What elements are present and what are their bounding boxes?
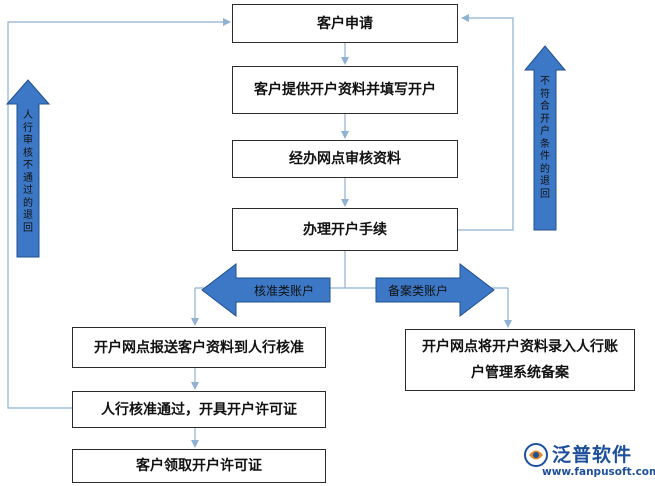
brand-url: www.fanpusoft.com (542, 466, 655, 478)
return-label-not-eligible: 不符合开户条件的退回 (540, 76, 550, 200)
step-review: 经办网点审核资料 (232, 140, 458, 178)
branch-label-filing: 备案类账户 (387, 284, 448, 298)
brand-name: 泛普软件 (552, 444, 633, 466)
brand-logo: 泛普软件 www.fanpusoft.com (520, 438, 655, 482)
step-record-line2: 户管理系统备案 (471, 365, 569, 381)
return-loop-right (458, 14, 514, 231)
big-right-arrow (375, 262, 495, 318)
step-approved: 人行核准通过，开具开户许可证 (72, 391, 326, 428)
branch-label-approval: 核准类账户 (253, 284, 314, 298)
big-up-arrow-right (523, 45, 567, 231)
big-up-arrow-left (5, 79, 51, 258)
return-label-pboc-reject: 人行审核不通过的退回 (23, 110, 33, 234)
step-report: 开户网点报送客户资料到人行核准 (72, 327, 326, 368)
step-record-line1: 开户网点将开户资料录入人行账 (422, 339, 618, 355)
step-apply: 客户申请 (232, 4, 458, 43)
step-process: 办理开户手续 (232, 208, 458, 251)
big-left-arrow (201, 262, 331, 318)
step-submit-docs: 客户提供开户资料并填写开户 (232, 66, 458, 114)
return-loop-left (7, 18, 231, 409)
logo-mark-icon (524, 443, 548, 467)
step-receive: 客户领取开户许可证 (72, 449, 326, 483)
step-record: 开户网点将开户资料录入人行账 户管理系统备案 (405, 329, 635, 391)
